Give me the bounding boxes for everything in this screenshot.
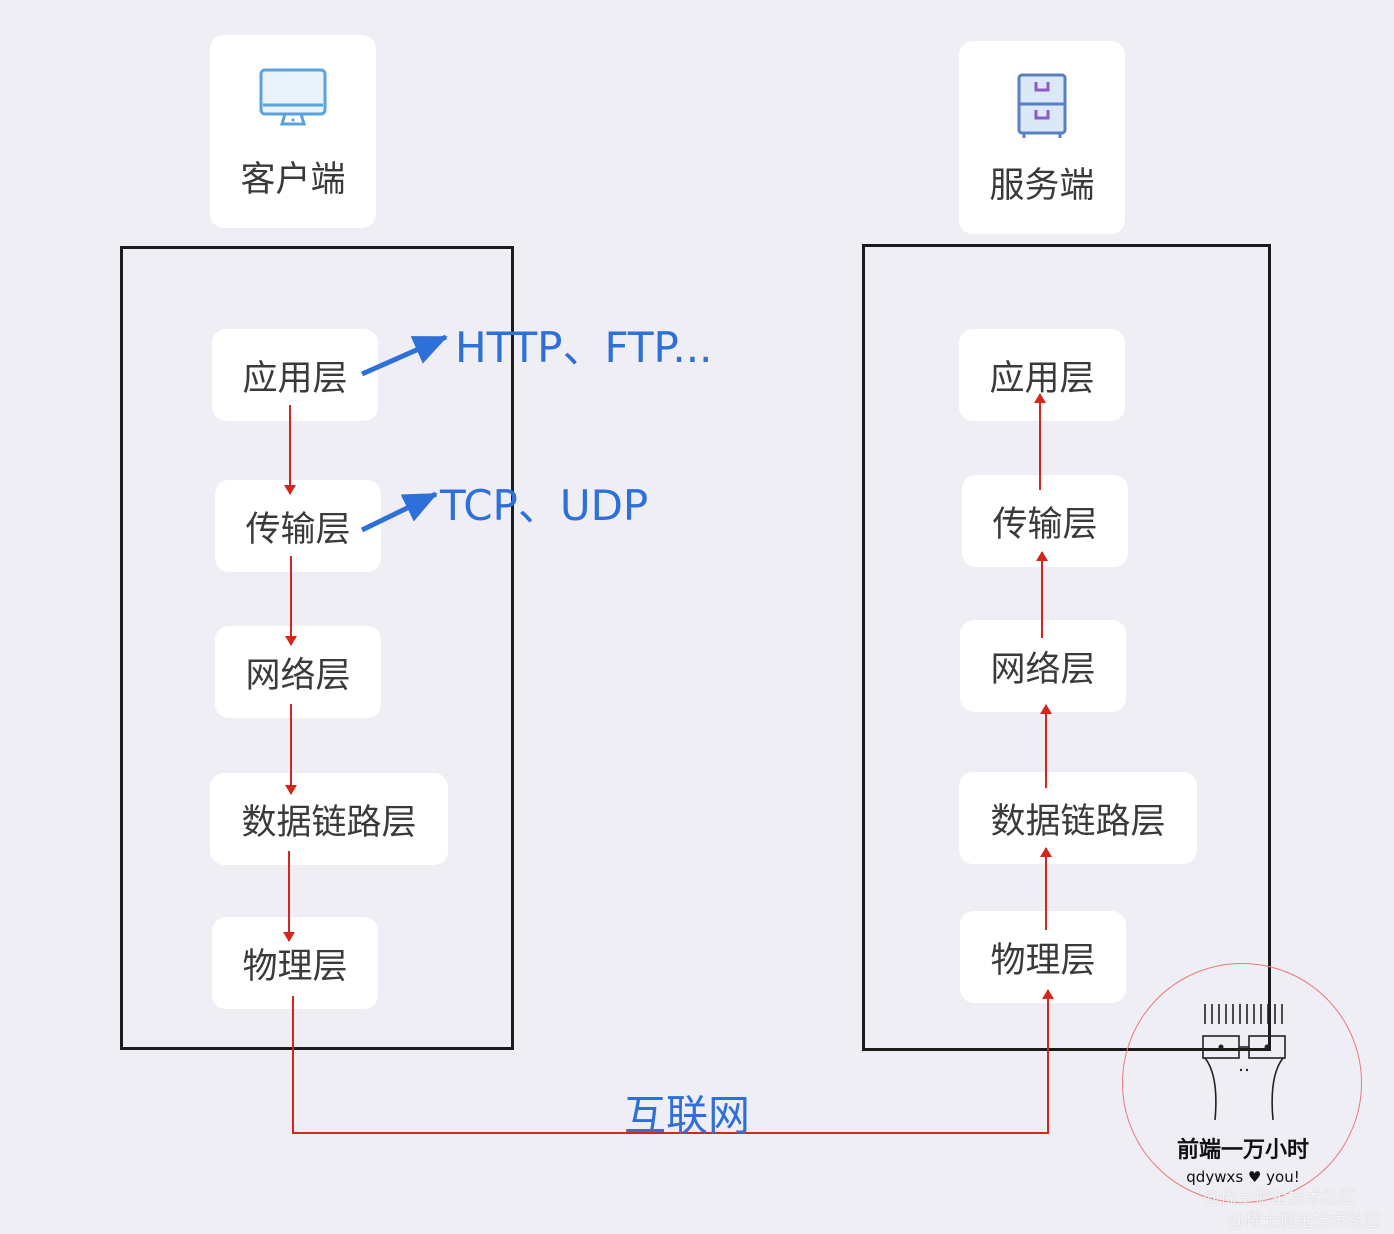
stamp-subtitle: qdywxs ♥ you! (1186, 1168, 1300, 1186)
stamp-figure (1202, 1004, 1286, 1121)
watermark-1: @稀土掘金技术社区 (1203, 1188, 1356, 1208)
internet-link (292, 989, 1054, 1134)
server-node: 服务端 (959, 41, 1125, 234)
server-layer-data-link: 数据链路层 (959, 772, 1197, 864)
monitor-icon (258, 67, 330, 135)
client-layer-network: 网络层 (215, 626, 381, 718)
client-layer-application: 应用层 (212, 329, 378, 421)
client-stack-frame (120, 246, 514, 1050)
client-layer-physical: 物理层 (212, 917, 378, 1009)
author-stamp: 前端一万小时 qdywxs ♥ you! (1122, 963, 1362, 1203)
client-title: 客户端 (240, 160, 346, 200)
client-layer-transport: 传输层 (215, 480, 381, 572)
server-title: 服务端 (989, 166, 1095, 206)
server-layer-application: 应用层 (959, 329, 1125, 421)
stamp-title: 前端一万小时 (1176, 1138, 1309, 1163)
client-node: 客户端 (210, 35, 376, 228)
transport-protocol-arrow (360, 491, 438, 533)
server-stack-frame (862, 244, 1271, 1051)
client-layer-data-link: 数据链路层 (210, 773, 448, 865)
application-protocol-arrow (360, 334, 448, 377)
internet-label: 互联网 (624, 1091, 751, 1140)
application-protocols-label: HTTP、FTP... (455, 323, 713, 372)
filing-cabinet-icon (1016, 72, 1068, 144)
transport-protocols-label: TCP、UDP (440, 481, 649, 530)
server-layer-physical: 物理层 (960, 911, 1126, 1003)
watermark-2: @稀土掘金技术社区 (1228, 1211, 1381, 1231)
